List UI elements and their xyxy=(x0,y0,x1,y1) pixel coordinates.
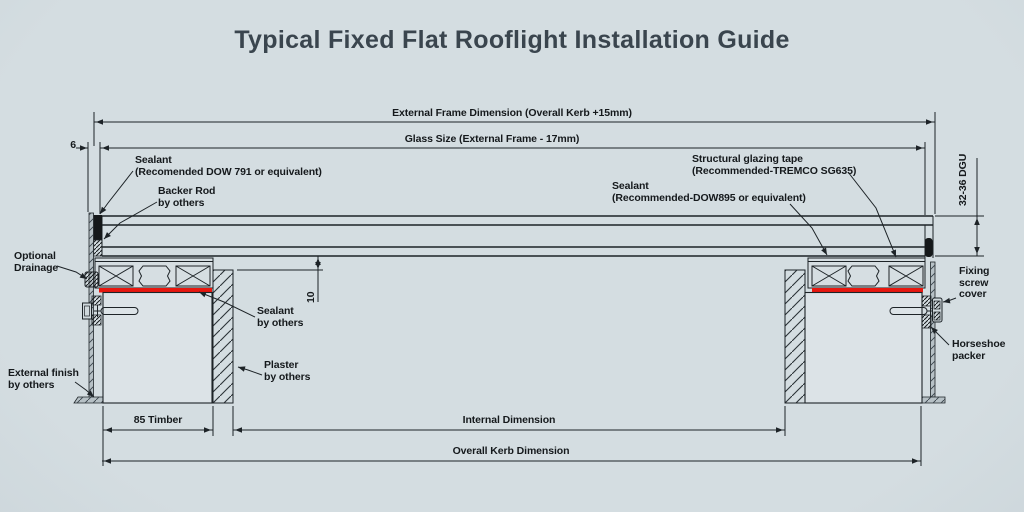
callout-horseshoe-packer: Horseshoe packer xyxy=(952,338,1006,362)
dim-label-glass-size: Glass Size (External Frame - 17mm) xyxy=(404,133,580,145)
frame-profile-left xyxy=(94,257,214,289)
frame-profile-right xyxy=(807,257,926,289)
callout-plaster: Plaster by others xyxy=(264,359,311,383)
dim-dgu-thickness xyxy=(935,158,984,257)
timber-kerb-right xyxy=(804,291,923,404)
callout-sealant-outer: Sealant (Recomended DOW 791 or equivalen… xyxy=(135,154,322,178)
leader-lines xyxy=(56,170,957,398)
callout-sealant-inner: Sealant (Recommended-DOW895 or equivalen… xyxy=(612,180,806,204)
callout-optional-drainage: Optional Drainage xyxy=(14,250,59,274)
horseshoe-packer-block xyxy=(921,314,932,329)
edge-sealant-right xyxy=(925,238,933,257)
dim-label-internal: Internal Dimension xyxy=(462,414,556,426)
edge-sealant-left xyxy=(93,215,102,240)
glass-unit xyxy=(101,215,934,258)
page-title: Typical Fixed Flat Rooflight Installatio… xyxy=(234,26,790,54)
callout-backer-rod: Backer Rod by others xyxy=(158,185,216,209)
plaster-left xyxy=(212,269,234,404)
backer-rod-block xyxy=(93,239,103,257)
dim-label-external-frame: External Frame Dimension (Overall Kerb +… xyxy=(392,107,632,119)
dim-label-overall-kerb: Overall Kerb Dimension xyxy=(452,445,570,457)
timber-kerb-left xyxy=(102,291,213,404)
dim-label-85-timber: 85 Timber xyxy=(133,414,183,426)
callout-glazing-tape: Structural glazing tape (Recommended-TRE… xyxy=(692,153,857,177)
dim-10-gap xyxy=(237,256,323,302)
sealant-red-right xyxy=(812,288,923,293)
extension-lines xyxy=(87,112,936,466)
fixing-screw-right xyxy=(889,295,943,329)
callout-sealant-by-others: Sealant by others xyxy=(257,305,304,329)
drainage-detail xyxy=(84,271,99,288)
screw-cover xyxy=(932,297,943,323)
callout-external-finish: External finish by others xyxy=(8,367,79,391)
fixing-screw-left xyxy=(82,295,139,326)
plaster-right xyxy=(784,269,806,404)
dim-label-dgu: 32-36 DGU xyxy=(957,153,969,206)
dim-label-10: 10 xyxy=(305,291,317,303)
dim-label-6: 6 xyxy=(70,139,76,151)
sealant-red-left xyxy=(99,288,212,293)
callout-fixing-screw-cover: Fixing screw cover xyxy=(959,265,990,300)
